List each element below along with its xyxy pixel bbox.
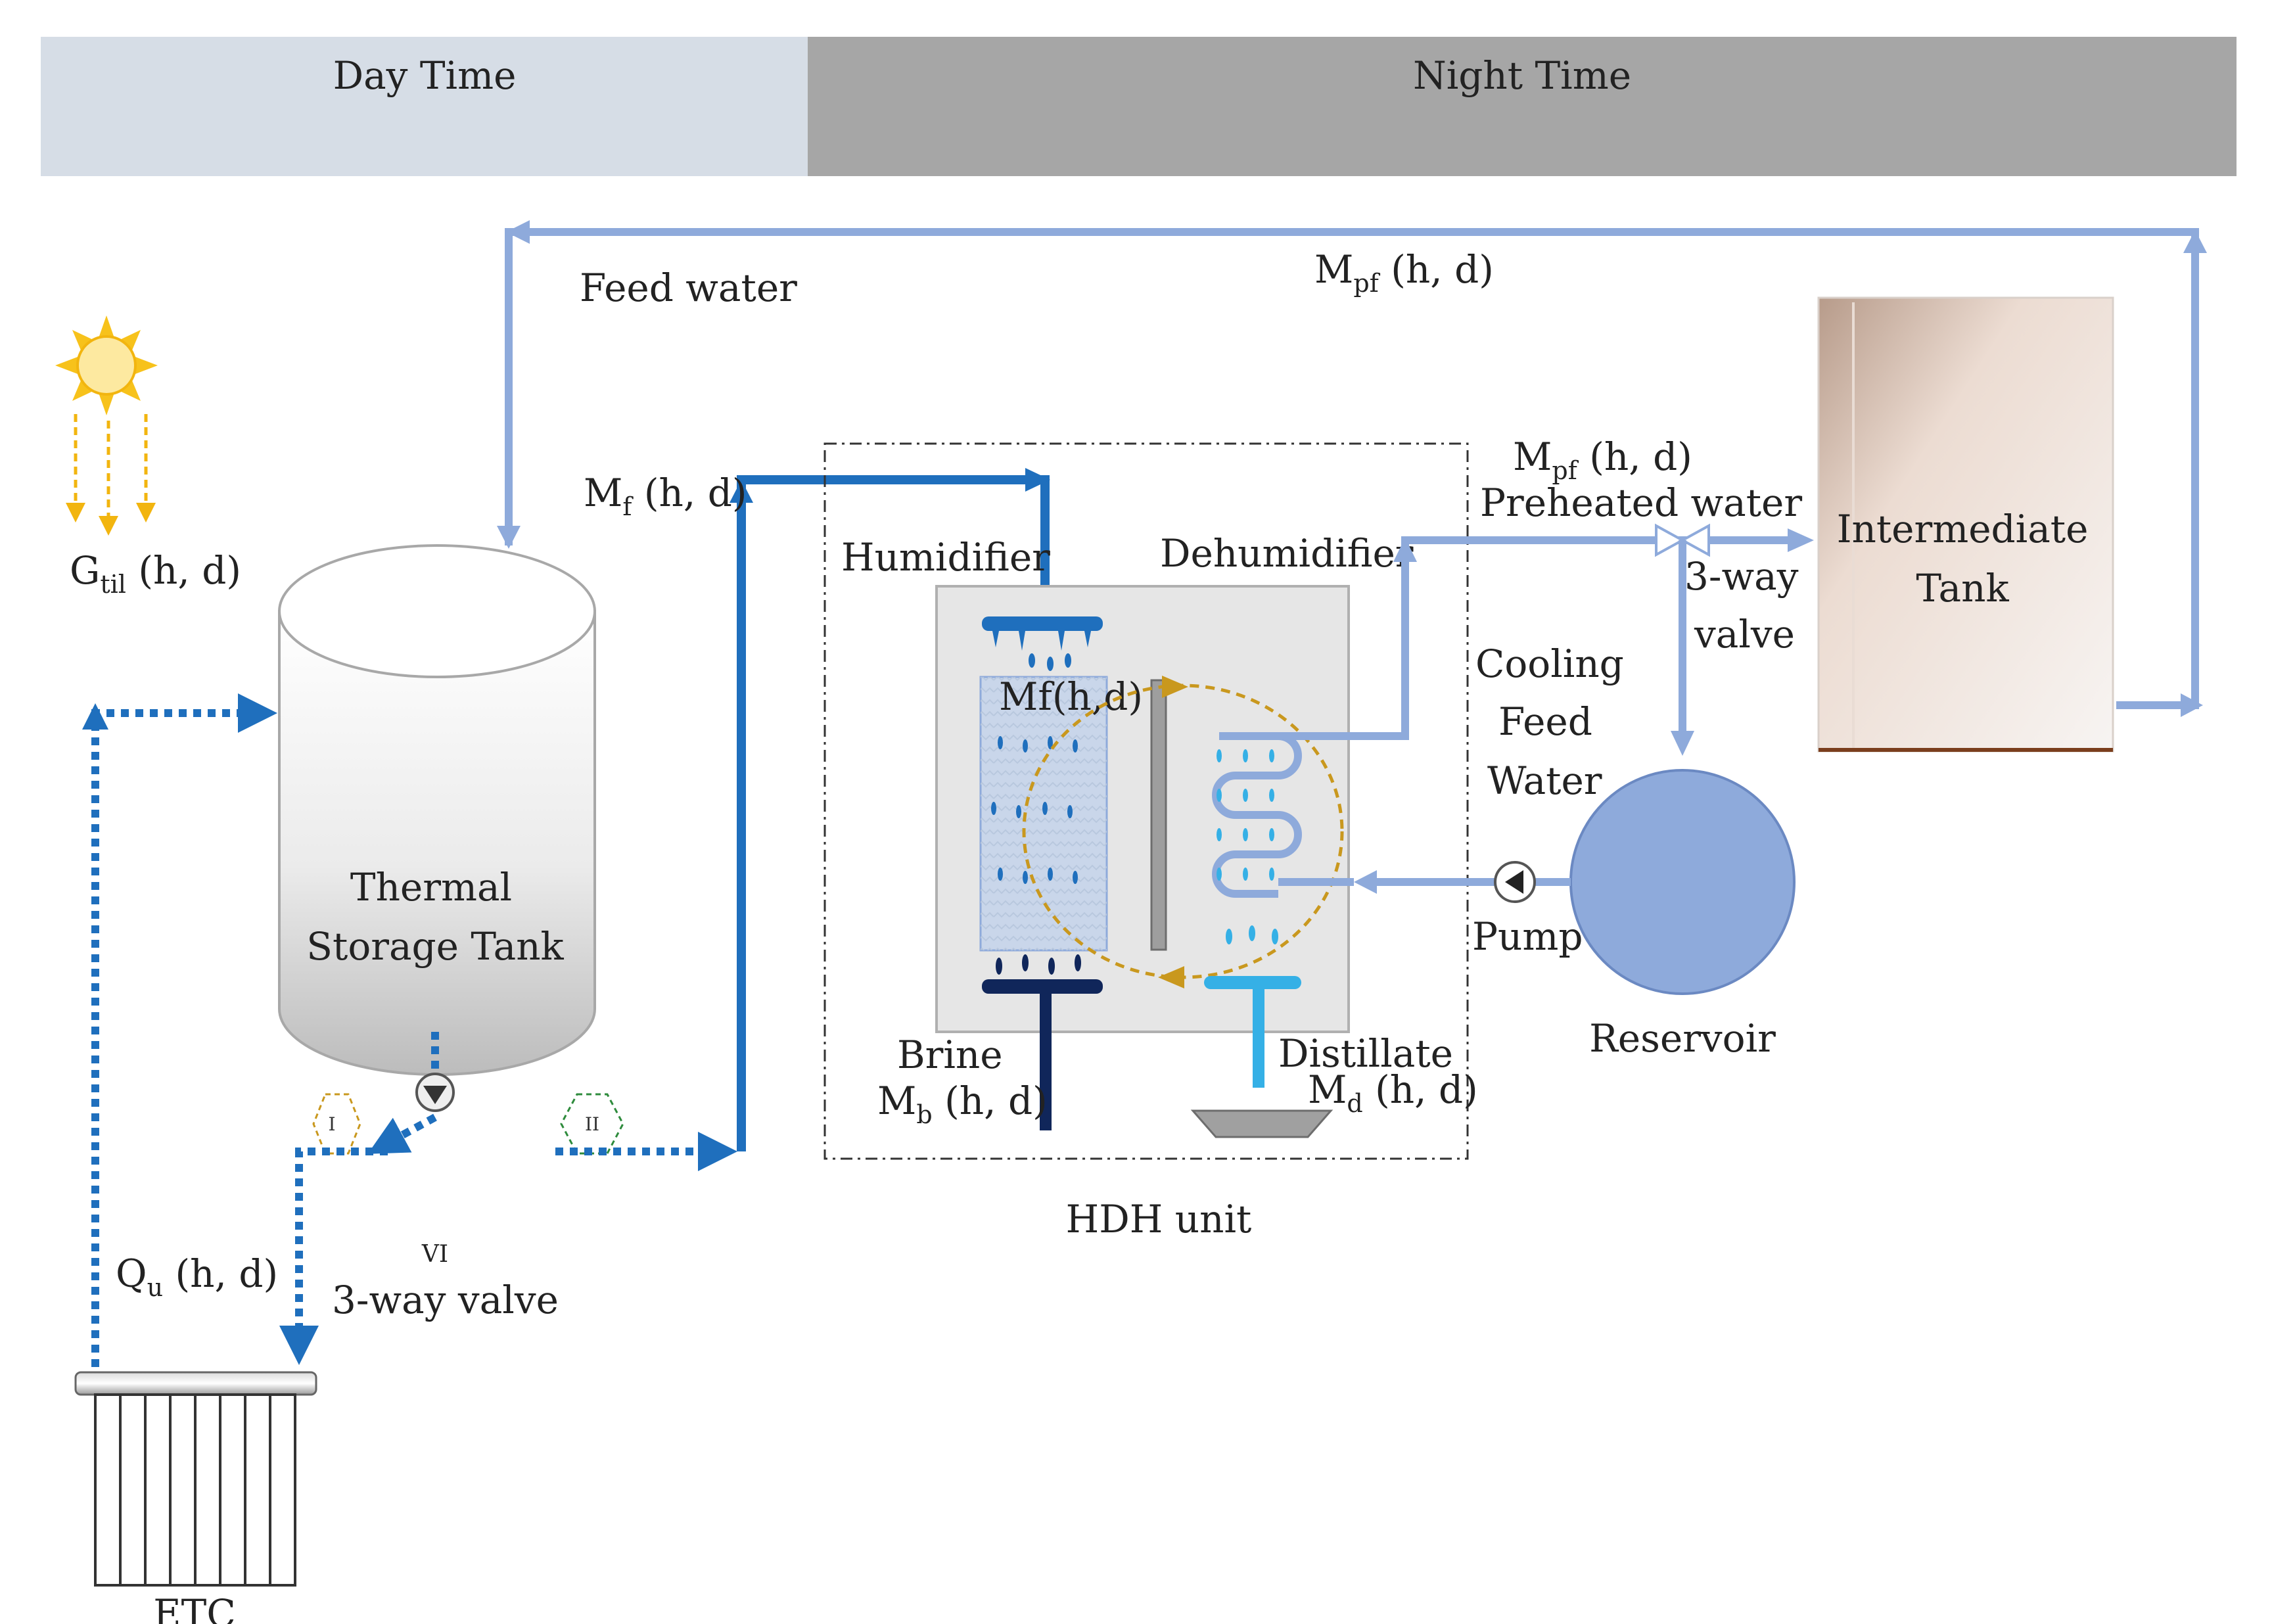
distillate-collector: [1204, 976, 1301, 1088]
hdh-unit-label: HDH unit: [1066, 1197, 1252, 1241]
dehumidifier-coil: [1212, 732, 1302, 898]
preheated-arrow-up: [1393, 538, 1417, 562]
intermediate-label: Intermediate: [1837, 507, 2089, 551]
tank-pump-icon: [415, 1073, 455, 1112]
cooling-label: Cooling: [1475, 641, 1624, 686]
return-arrow-up: [2183, 230, 2207, 253]
distillate-dish: [1190, 1109, 1333, 1138]
night-time-label: Night Time: [1413, 53, 1631, 98]
day-time-label: Day Time: [333, 53, 517, 98]
vi-label: VI: [421, 1241, 448, 1268]
dehumidifier-label: Dehumidifier: [1160, 531, 1414, 576]
humidifier-sprayer: [982, 616, 1103, 671]
distillate-label: Distillate: [1278, 1031, 1453, 1076]
packing-droplets: [991, 736, 1078, 884]
reservoir-label: Reservoir: [1589, 1016, 1776, 1061]
m-b-label: Mb (h, d): [877, 1079, 1048, 1129]
m-pf-mid-label: Mpf (h, d): [1513, 434, 1692, 485]
coil-droplets: [1217, 749, 1278, 944]
preheated-water-label: Preheated water: [1480, 480, 1802, 525]
return-arrow-right: [2181, 693, 2203, 717]
m-pf-top-label: Mpf (h, d): [1314, 247, 1494, 298]
pump-label: Pump: [1472, 914, 1583, 959]
valve-i-label: I: [328, 1113, 335, 1135]
coil-inlet-arrow: [1354, 870, 1377, 894]
reservoir-inlet-arrow: [1671, 731, 1694, 756]
etc-return-arrow-up: [82, 703, 108, 730]
valve-ii-hexagon: [560, 1093, 624, 1155]
etc-collector: [74, 1371, 317, 1587]
m-d-label: Md (h, d): [1308, 1067, 1478, 1118]
tank-to-valve-dotted: [367, 1113, 437, 1154]
preheated-water-pipe: [1275, 536, 1794, 740]
mf-arrow-right: [1025, 468, 1050, 492]
q-u-label: Qu (h, d): [116, 1251, 278, 1302]
thermal-storage-tank: [278, 544, 596, 1076]
valve-to-etc-dotted: [279, 1148, 388, 1365]
hdh-unit-boundary: [823, 442, 1469, 1160]
pump-icon: [1494, 861, 1536, 903]
mf-arrow-up: [730, 480, 753, 503]
return-arrow-down: [497, 526, 521, 549]
reservoir: [1569, 769, 1796, 995]
feed-line-mf: [737, 475, 1050, 1151]
brine-label: Brine: [897, 1032, 1003, 1077]
three-way-valve-right-icon: [1655, 523, 1710, 557]
three-way-valve-right-label-2: valve: [1694, 612, 1795, 657]
air-loop-arrow-bottom: [1158, 966, 1184, 988]
feed-water-label: Feed water: [580, 266, 797, 310]
three-way-valve-left-label: 3-way valve: [332, 1278, 559, 1322]
thermal-label: Thermal: [350, 865, 512, 910]
feed-label: Feed: [1498, 699, 1592, 744]
etc-label: ETC: [153, 1591, 235, 1624]
day-time-band: [41, 37, 808, 176]
night-time-band: [808, 37, 2237, 176]
valve-ii-label: II: [585, 1113, 599, 1135]
humidifier-label: Humidifier: [841, 535, 1050, 580]
three-way-valve-right-label-1: 3-way: [1684, 554, 1799, 599]
preheated-arrow-right: [1788, 528, 1814, 552]
storage-tank-label: Storage Tank: [306, 924, 564, 969]
air-loop-arrow-top: [1162, 676, 1188, 698]
tank-label: Tank: [1916, 566, 2009, 611]
divider-plate: [1150, 679, 1167, 951]
brine-collector: [982, 954, 1103, 1130]
return-arrow-left: [506, 220, 530, 244]
valve-i-hexagon: [312, 1093, 361, 1155]
water-label: Water: [1487, 758, 1602, 803]
m-f-label: Mf (h, d): [584, 471, 747, 521]
sun-icon: [55, 315, 158, 536]
g-til-label: Gtil (h, d): [70, 548, 241, 599]
